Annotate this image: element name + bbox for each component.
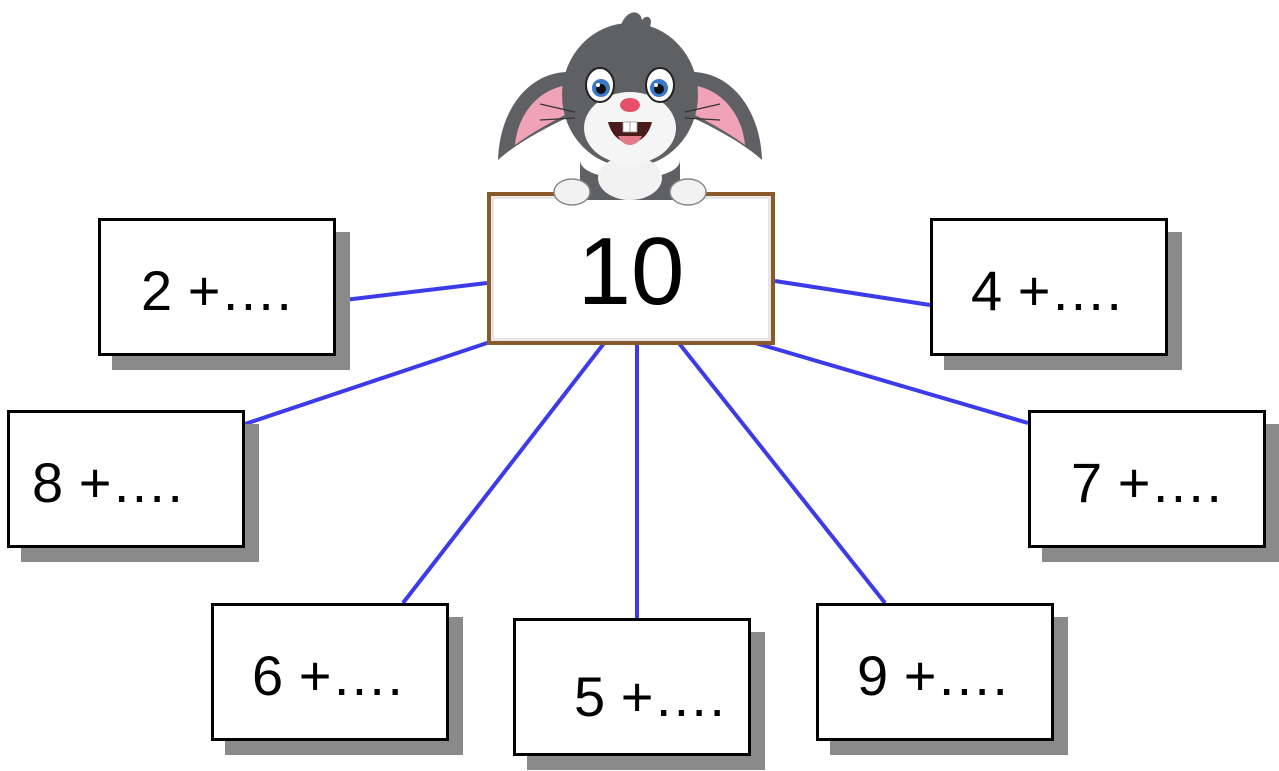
sum-box-7-label: 7 +…. [1071,451,1222,514]
center-board: 10 [487,192,775,345]
connector-2 [335,281,488,303]
sum-box-6: 6 +…. [211,603,449,741]
connector-9 [676,340,887,605]
sum-box-5: 5 +…. [513,618,751,756]
sum-box-6-label: 6 +…. [252,644,403,707]
center-number: 10 [577,218,685,325]
connector-4 [774,279,931,307]
sum-box-2: 2 +…. [98,218,336,356]
sum-box-8-label: 8 +…. [32,451,183,514]
sum-box-8: 8 +…. [7,410,245,548]
sum-box-9-label: 9 +…. [857,644,1008,707]
sum-box-9: 9 +…. [816,603,1054,741]
connector-8 [244,340,491,426]
connector-6 [401,340,607,605]
sum-box-4-label: 4 +…. [971,259,1122,322]
sum-box-5-label: 5 +…. [574,665,725,728]
sum-box-4: 4 +…. [930,218,1168,356]
connector-7 [751,340,1029,425]
sum-box-7: 7 +…. [1028,410,1266,548]
bunny-icon [498,12,762,206]
sum-box-2-label: 2 +…. [141,259,292,322]
